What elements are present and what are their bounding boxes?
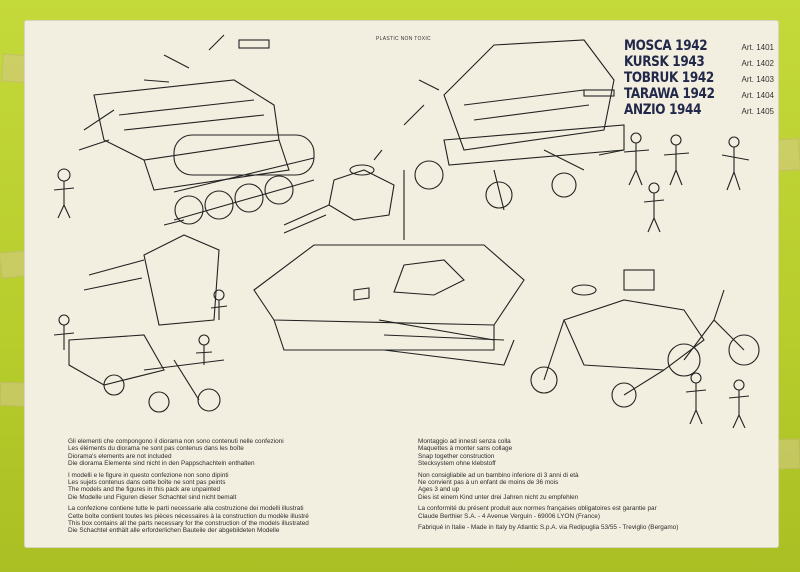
info-block-assembly: Montaggio ad innesti senza colla Maquett… [418,438,657,468]
info-line: Ne convient pas à un enfant de moins de … [418,479,559,487]
info-line: This box contains all the parts necessar… [68,520,309,528]
model-art: Art. 1405 [741,107,774,116]
plastic-note: PLASTIC NON TOXIC [376,36,431,42]
model-row: TOBRUK 1942 Art. 1403 [624,70,774,86]
model-name: TARAWA 1942 [624,86,715,102]
info-line: Cette boîte contient toutes les pièces n… [68,512,309,520]
model-art: Art. 1401 [741,43,774,52]
info-line: Les éléments du diorama ne sont pas cont… [68,445,244,453]
aa-gun-drawing [53,219,228,413]
factory-line: Fabriqué in Italie - Made in Italy by At… [418,524,679,531]
model-name: TOBRUK 1942 [624,70,714,86]
diorama-line-drawings [53,34,760,429]
info-block-unpainted: I modelli e le figure in questo confezio… [68,472,309,502]
info-block-age: Non consigliabile ad un bambino inferior… [418,472,657,502]
model-row: MOSCA 1942 Art. 1401 [624,38,774,54]
info-line: Ages 3 and up [418,486,460,494]
right-info-text: Montaggio ad innesti senza colla Maquett… [418,438,657,524]
info-line: Die diorama Elemente sind nicht in den P… [68,460,255,468]
info-line: Stecksystem ohne klebstoff [418,460,496,468]
info-line: La conformité du présent produit aux nor… [418,505,657,513]
info-line: Montaggio ad innesti senza colla [418,438,511,445]
info-block-contents: La confezione contiene tutte le parti ne… [68,505,309,535]
soldiers-drawing [598,132,750,233]
tank-drawing [253,149,525,366]
model-row: ANZIO 1944 Art. 1405 [624,102,774,118]
model-name: KURSK 1943 [624,54,705,70]
info-line: Die Modelle und Figuren dieser Schachtel… [68,493,237,501]
model-row: KURSK 1943 Art. 1402 [624,54,774,70]
info-line: Die Schachtel enthält alle erforderliche… [68,527,280,535]
model-art: Art. 1403 [741,75,774,84]
illustration-panel: PLASTIC NON TOXIC MOSCA 1942 Art. 1401 KU… [24,20,779,548]
jeep-drawing [403,39,625,211]
motorcycle-drawing [530,269,760,429]
info-line: Non consigliabile ad un bambino inferior… [418,471,579,479]
info-line: The models and the figures in this pack … [68,486,221,494]
info-line: Diorama's elements are not included [68,452,172,460]
model-name: ANZIO 1944 [624,102,702,118]
info-line: I modelli e le figure in questo confezio… [68,471,229,479]
halftrack-drawing [53,34,315,225]
info-line: Maquettes à monter sans collage [418,445,513,453]
left-info-text: Gli elementi che compongono il diorama n… [68,438,309,539]
model-art: Art. 1402 [741,59,774,68]
info-block-conformity: La conformité du présent produit aux nor… [418,505,657,520]
info-line: Gli elementi che compongono il diorama n… [68,438,284,445]
info-line: Dies ist einem Kind unter drei Jahren ni… [418,493,579,501]
model-name: MOSCA 1942 [624,38,708,54]
info-line: Snap together construction [418,452,495,460]
info-line: La confezione contiene tutte le parti ne… [68,505,304,513]
model-row: TARAWA 1942 Art. 1404 [624,86,774,102]
info-line: Les sujets contenus dans cette boîte ne … [68,479,226,487]
info-block-diorama: Gli elementi che compongono il diorama n… [68,438,309,468]
model-art: Art. 1404 [741,91,774,100]
info-line: Claude Berthier S.A. - 4 Avenue Verguin … [418,512,600,520]
